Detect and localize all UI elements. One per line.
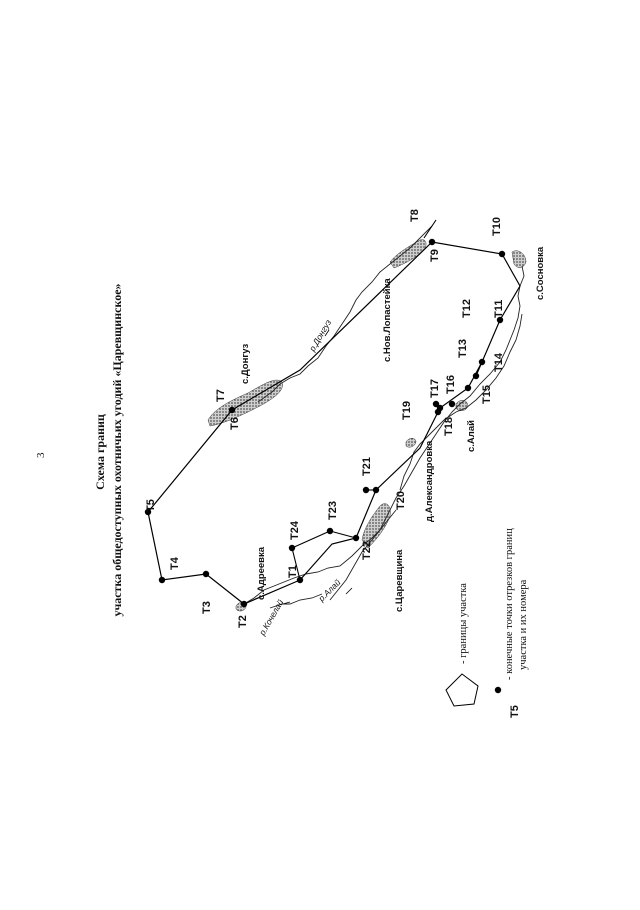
settlement-labels: с.Адреевка с.Донгуз с.Нов.Лопастейка с.С… — [240, 246, 546, 612]
settlement-label-nov-lopasteyka: с.Нов.Лопастейка — [382, 278, 393, 362]
river-label-kochelai: р.Кочелай — [257, 598, 286, 638]
point-marker-t21 — [362, 486, 370, 494]
point-marker-t3 — [202, 570, 210, 578]
road-secondary-line — [399, 313, 523, 491]
connector-t23-t22 — [329, 530, 357, 539]
point-marker-t15 — [448, 400, 456, 408]
settlement-patch-sosnovka — [511, 250, 527, 268]
rivers — [243, 225, 525, 609]
hunting-area-boundary — [147, 241, 521, 605]
point-label-t8: T8 — [409, 209, 421, 222]
settlement-label-alai: с.Алай — [466, 420, 477, 452]
point-marker-t24 — [288, 544, 296, 552]
point-label-t6: T6 — [229, 417, 241, 430]
point-marker-t11 — [496, 316, 504, 324]
point-marker-t14 — [464, 384, 472, 392]
legend-points-text-line1: - конечные точки отрезков границ — [504, 528, 515, 680]
road-tail-line — [269, 593, 323, 609]
point-marker-t17 — [432, 400, 440, 408]
river-labels: р.Кочелай р.Алай р.Донгуз — [257, 318, 343, 638]
settlement-label-tsarevshchina: с.Царевщина — [394, 549, 405, 612]
settlement-label-aleksandrovka: д.Александровка — [424, 440, 435, 522]
point-marker-t2 — [240, 600, 248, 608]
point-label-t23: T23 — [327, 501, 339, 520]
flow-arrows — [282, 329, 353, 605]
point-label-t18: T18 — [443, 417, 455, 436]
point-label-t22: T22 — [361, 541, 373, 560]
point-label-t21: T21 — [361, 457, 373, 476]
point-marker-t12 — [478, 358, 486, 366]
settlement-patch-tsarevshchina — [361, 503, 391, 549]
legend-point-symbol — [494, 686, 502, 694]
map-title-line1: Схема границ — [93, 414, 107, 490]
point-marker-t18 — [434, 408, 442, 416]
point-marker-t1 — [296, 576, 304, 584]
settlement-label-sosnovka: с.Сосновка — [535, 246, 546, 300]
settlement-patch-nov-lopasteyka — [389, 239, 427, 269]
point-label-t9: T9 — [429, 249, 441, 262]
point-label-t1: T1 — [287, 565, 299, 578]
settlement-label-adreevka: с.Адреевка — [256, 546, 267, 600]
point-label-t17: T17 — [429, 379, 441, 398]
point-label-t19: T19 — [401, 401, 413, 420]
page-number: 3 — [35, 452, 47, 458]
point-marker-t20 — [372, 486, 380, 494]
point-marker-t9 — [428, 238, 436, 246]
boundary-points — [144, 238, 506, 608]
point-marker-t22 — [352, 534, 360, 542]
dongyz-arrow — [324, 329, 330, 337]
settlement-patch-aleksandrovka — [405, 438, 417, 448]
point-marker-t8 — [423, 219, 437, 239]
point-marker-t4 — [158, 576, 166, 584]
point-label-t5: T5 — [145, 499, 157, 512]
river-label-alai: р.Алай — [316, 577, 343, 604]
point-label-t11: T11 — [493, 300, 505, 318]
point-label-t2: T2 — [237, 615, 249, 628]
settlement-label-dongyz: с.Донгуз — [240, 344, 251, 384]
point-marker-t23 — [326, 527, 334, 535]
alai-arrow — [345, 587, 353, 595]
point-marker-t13 — [472, 372, 480, 380]
legend-boundary-symbol — [445, 673, 479, 707]
river-label-dongyz: р.Донгуз — [307, 318, 334, 354]
legend: - границы участка T5 - конечные точки от… — [445, 528, 529, 718]
point-label-t24: T24 — [289, 520, 301, 540]
point-marker-t5 — [144, 508, 152, 516]
point-label-t16: T16 — [445, 375, 457, 394]
point-marker-t10 — [498, 250, 506, 258]
kochelai-arrow — [282, 601, 291, 605]
legend-points-text-line2: участка и их номера — [518, 579, 529, 670]
legend-boundary-text: - границы участка — [458, 583, 469, 664]
point-labels: T1 T2 T3 T4 T5 T6 T7 T8 T9 T10 T11 T12 T… — [145, 209, 505, 628]
point-label-t10: T10 — [491, 217, 503, 236]
point-marker-t6 — [228, 406, 236, 414]
point-label-t12: T12 — [461, 299, 473, 318]
legend-point-label: T5 — [509, 705, 521, 718]
point-label-t20: T20 — [395, 491, 407, 510]
connector-t1-t24 — [291, 547, 301, 581]
connector-t24-t23 — [291, 530, 331, 549]
map-title-line2: участка общедоступных охотничьих угодий … — [110, 283, 124, 616]
point-label-t4: T4 — [169, 556, 181, 570]
river-kochelai-line — [243, 509, 397, 605]
point-label-t3: T3 — [201, 601, 213, 614]
point-label-t13: T13 — [457, 339, 469, 358]
point-label-t14: T14 — [493, 352, 505, 372]
river-dongyz-line — [257, 225, 433, 403]
point-label-t15: T15 — [481, 385, 493, 404]
point-label-t7: T7 — [215, 389, 227, 402]
